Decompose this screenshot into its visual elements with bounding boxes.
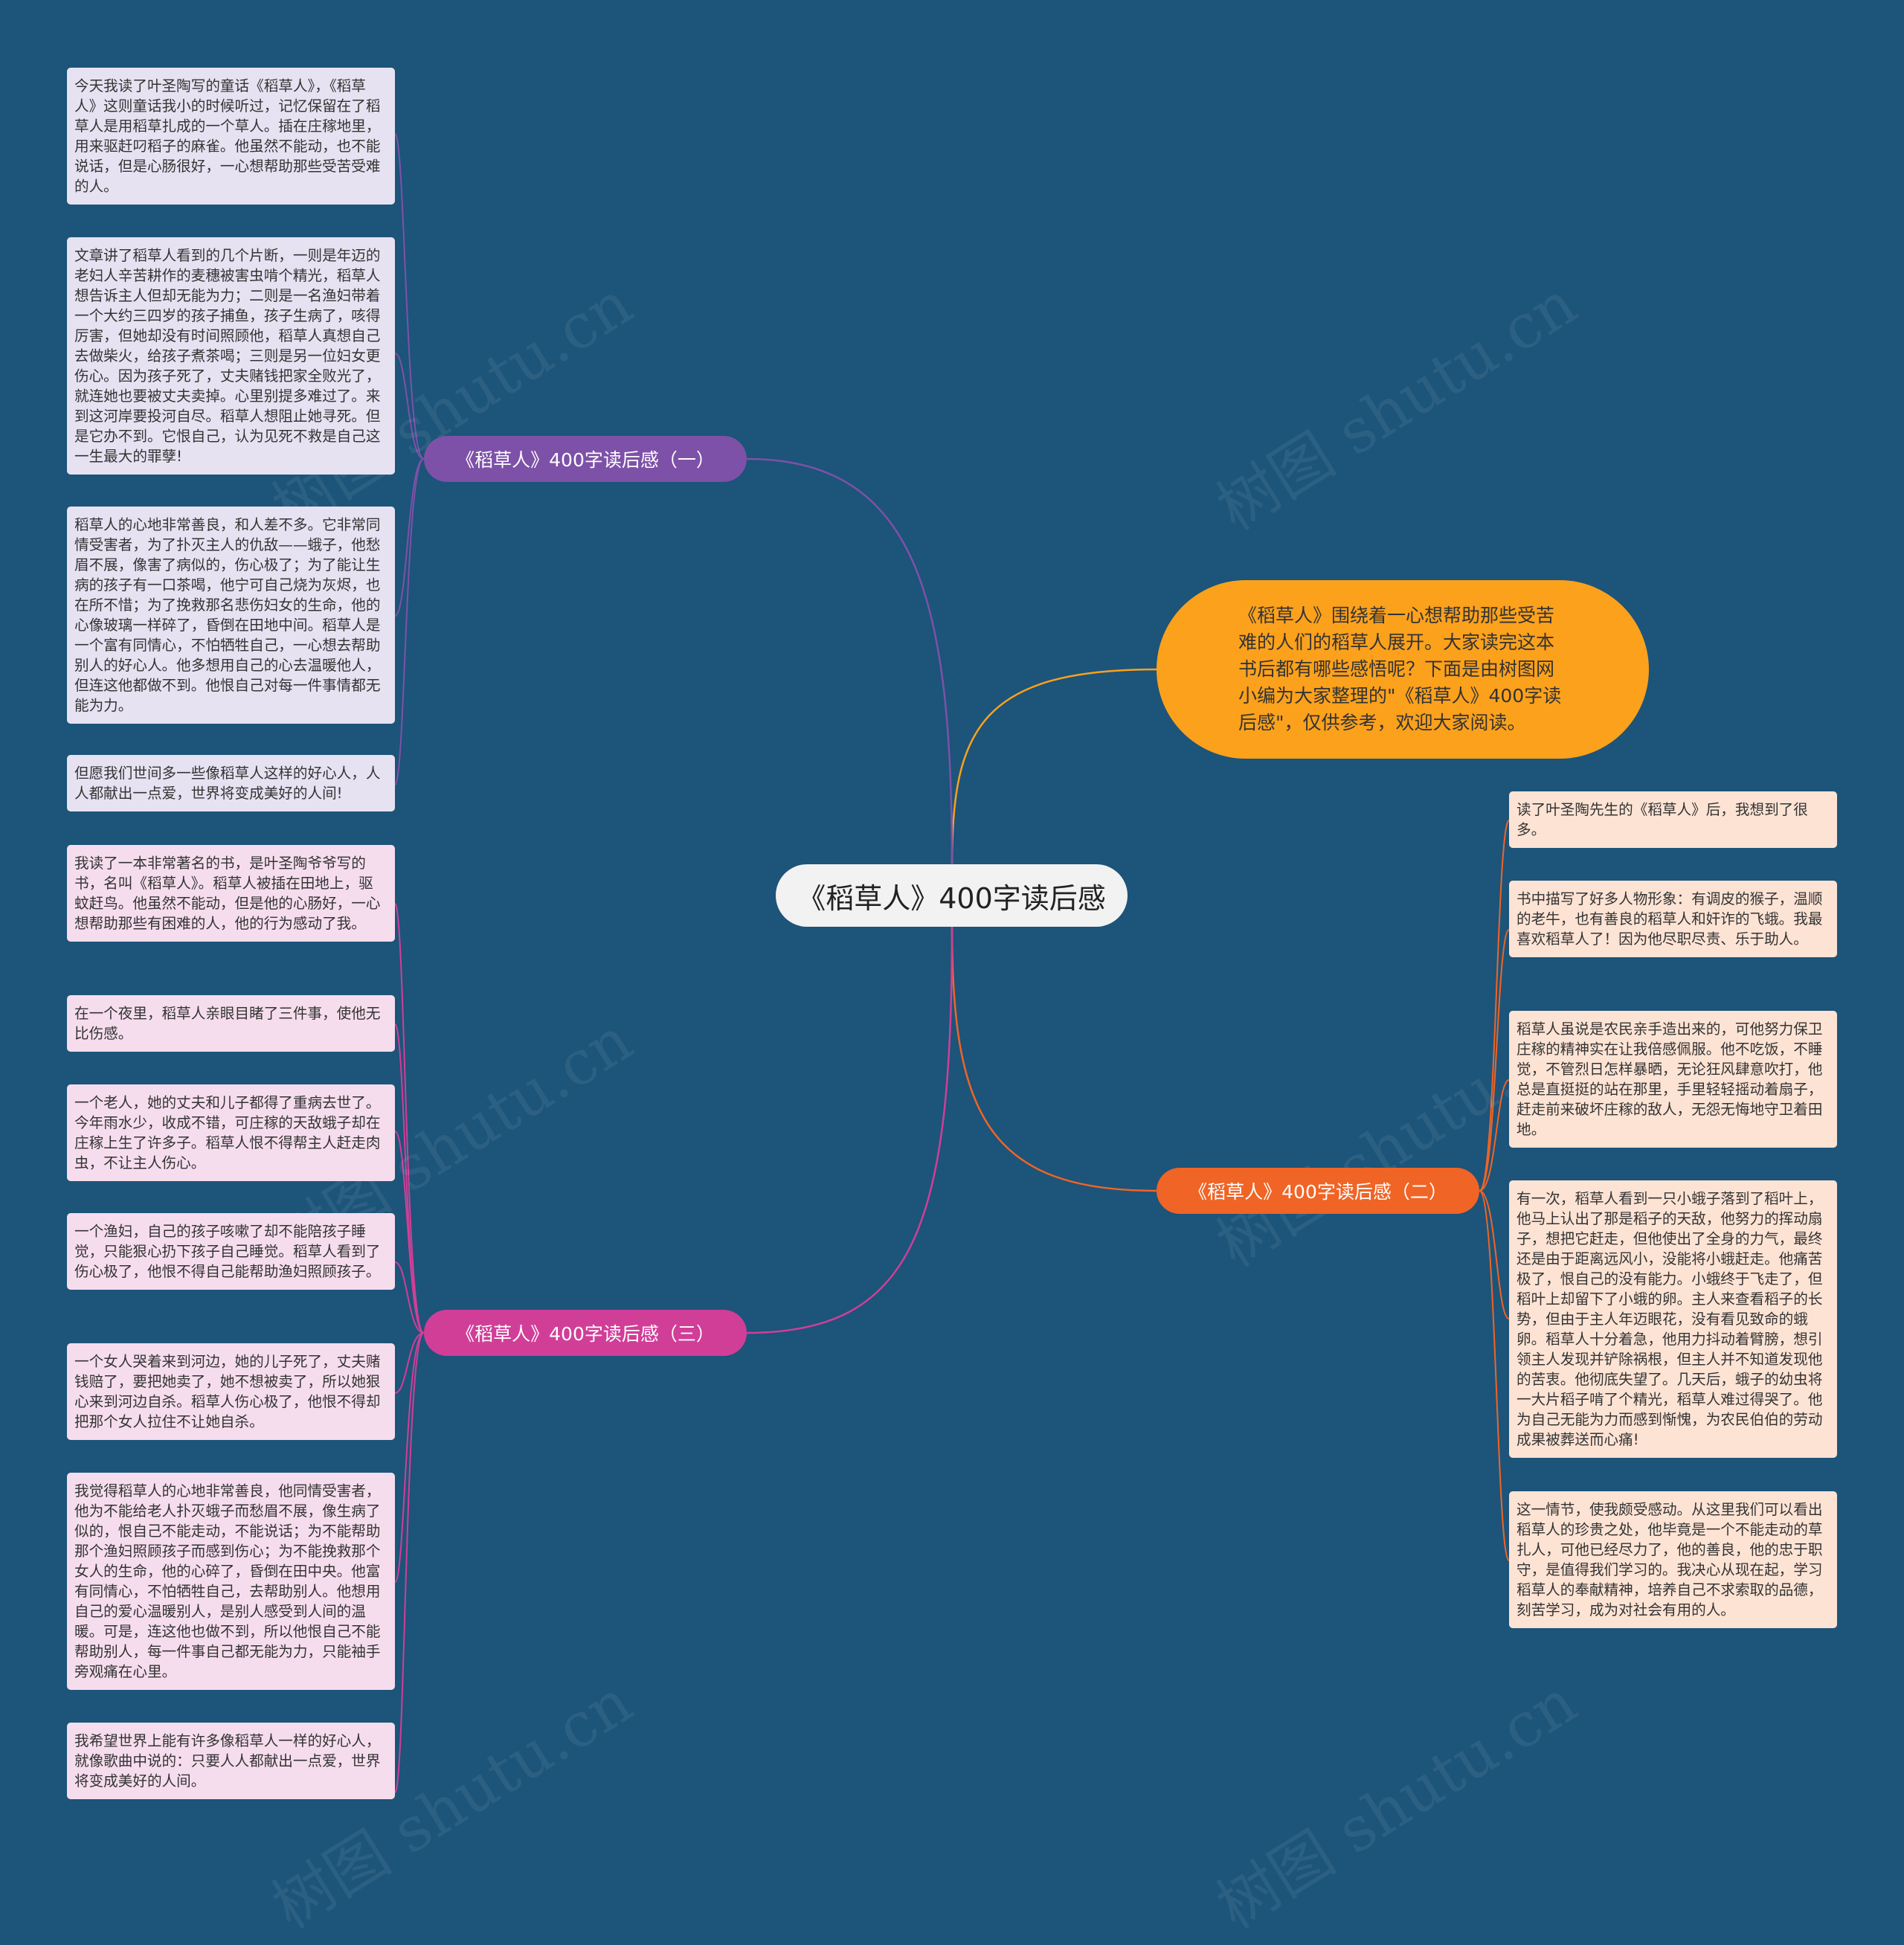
leaf-text: 但愿我们世间多一些像稻草人这样的好心人，人人都献出一点爱，世界将变成美好的人间! [74,765,381,802]
leaf-note[interactable]: 稻草人的心地非常善良，和人差不多。它非常同情受害者，为了扑灭主人的仇敌——蛾子，… [67,507,395,724]
connector-center-branch-2 [951,926,1157,1192]
connector-center-branch-1 [746,457,953,865]
connectors-branch-3 [394,903,425,1793]
leaf-note[interactable]: 文章讲了稻草人看到的几个片断，一则是年迈的老妇人辛苦耕作的麦穗被害虫啃个精光，稻… [67,237,395,475]
leaf-text: 书中描写了好多人物形象：有调皮的猴子，温顺的老牛，也有善良的稻草人和奸诈的飞蛾。… [1517,890,1823,948]
leaf-text: 一个渔妇，自己的孩子咳嗽了却不能陪孩子睡觉，只能狠心扔下孩子自己睡觉。稻草人看到… [74,1223,381,1280]
leaf-note[interactable]: 有一次，稻草人看到一只小蛾子落到了稻叶上，他马上认出了那是稻子的天敌，他努力的挥… [1509,1180,1837,1458]
leaf-note[interactable]: 我读了一本非常著名的书，是叶圣陶爷爷写的书，名叫《稻草人》。稻草人被插在田地上，… [67,845,395,942]
leaf-note[interactable]: 在一个夜里，稻草人亲眼目睹了三件事，使他无比伤感。 [67,995,395,1052]
connector-center-intro [951,668,1157,865]
leaf-note[interactable]: 一个渔妇，自己的孩子咳嗽了却不能陪孩子睡觉，只能狠心扔下孩子自己睡觉。稻草人看到… [67,1213,395,1290]
leaf-text: 稻草人虽说是农民亲手造出来的，可他努力保卫庄稼的精神实在让我倍感佩服。他不吃饭，… [1517,1020,1823,1138]
central-topic[interactable]: 《稻草人》400字读后感 [776,864,1128,927]
connector-center-branch-3 [746,926,953,1334]
leaf-note[interactable]: 读了叶圣陶先生的《稻草人》后，我想到了很多。 [1509,791,1837,848]
leaf-note[interactable]: 今天我读了叶圣陶写的童话《稻草人》，《稻草人》这则童话我小的时候听过，记忆保留在… [67,68,395,205]
leaf-note[interactable]: 我觉得稻草人的心地非常善良，他同情受害者，他为不能给老人扑灭蛾子而愁眉不展，像生… [67,1473,395,1690]
leaf-text: 我希望世界上能有许多像稻草人一样的好心人，就像歌曲中说的：只要人人都献出一点爱，… [74,1732,381,1790]
branch-topic-1[interactable]: 《稻草人》400字读后感（一） [424,436,747,482]
leaf-text: 今天我读了叶圣陶写的童话《稻草人》，《稻草人》这则童话我小的时候听过，记忆保留在… [74,77,381,195]
leaf-text: 这一情节，使我颇受感动。从这里我们可以看出稻草人的珍贵之处，他毕竟是一个不能走动… [1517,1501,1823,1618]
intro-text: 《稻草人》围绕着一心想帮助那些受苦难的人们的稻草人展开。大家读完这本书后都有哪些… [1238,605,1562,733]
connector-lines [394,133,1510,1793]
branch-topic-2[interactable]: 《稻草人》400字读后感（二） [1157,1168,1479,1214]
mind-map-canvas: 树图 shutu.cn 树图 shutu.cn 树图 shutu.cn 树图 s… [67,68,1837,1943]
leaf-text: 我读了一本非常著名的书，是叶圣陶爷爷写的书，名叫《稻草人》。稻草人被插在田地上，… [74,855,381,932]
leaf-note[interactable]: 我希望世界上能有许多像稻草人一样的好心人，就像歌曲中说的：只要人人都献出一点爱，… [67,1723,395,1799]
central-topic-label: 《稻草人》400字读后感 [797,881,1106,915]
leaf-note[interactable]: 一个女人哭着来到河边，她的儿子死了，丈夫赌钱赔了，要把她卖了，她不想被卖了，所以… [67,1343,395,1440]
leaf-note[interactable]: 书中描写了好多人物形象：有调皮的猴子，温顺的老牛，也有善良的稻草人和奸诈的飞蛾。… [1509,881,1837,957]
leaf-text: 我觉得稻草人的心地非常善良，他同情受害者，他为不能给老人扑灭蛾子而愁眉不展，像生… [74,1482,381,1680]
branch-topic-3[interactable]: 《稻草人》400字读后感（三） [424,1310,747,1356]
leaf-text: 稻草人的心地非常善良，和人差不多。它非常同情受害者，为了扑灭主人的仇敌——蛾子，… [74,516,381,714]
leaf-text: 有一次，稻草人看到一只小蛾子落到了稻叶上，他马上认出了那是稻子的天敌，他努力的挥… [1517,1190,1823,1448]
connectors-branch-2 [1479,820,1510,1561]
leaf-note[interactable]: 这一情节，使我颇受感动。从这里我们可以看出稻草人的珍贵之处，他毕竟是一个不能走动… [1509,1491,1837,1628]
connectors-branch-1 [394,133,425,785]
leaf-text: 文章讲了稻草人看到的几个片断，一则是年迈的老妇人辛苦耕作的麦穗被害虫啃个精光，稻… [74,247,381,465]
branch-topic-label: 《稻草人》400字读后感（三） [456,1323,715,1345]
branch-topic-label: 《稻草人》400字读后感（二） [1189,1181,1447,1203]
leaf-note[interactable]: 稻草人虽说是农民亲手造出来的，可他努力保卫庄稼的精神实在让我倍感佩服。他不吃饭，… [1509,1011,1837,1148]
leaf-text: 在一个夜里，稻草人亲眼目睹了三件事，使他无比伤感。 [74,1005,381,1042]
branch-topic-label: 《稻草人》400字读后感（一） [456,449,715,471]
leaf-text: 读了叶圣陶先生的《稻草人》后，我想到了很多。 [1517,801,1808,838]
leaf-text: 一个女人哭着来到河边，她的儿子死了，丈夫赌钱赔了，要把她卖了，她不想被卖了，所以… [74,1353,381,1430]
leaf-note[interactable]: 但愿我们世间多一些像稻草人这样的好心人，人人都献出一点爱，世界将变成美好的人间! [67,755,395,811]
leaf-text: 一个老人，她的丈夫和儿子都得了重病去世了。今年雨水少，收成不错，可庄稼的天敌蛾子… [74,1094,381,1171]
leaf-note[interactable]: 一个老人，她的丈夫和儿子都得了重病去世了。今年雨水少，收成不错，可庄稼的天敌蛾子… [67,1084,395,1181]
intro-node[interactable]: 《稻草人》围绕着一心想帮助那些受苦难的人们的稻草人展开。大家读完这本书后都有哪些… [1157,580,1649,759]
